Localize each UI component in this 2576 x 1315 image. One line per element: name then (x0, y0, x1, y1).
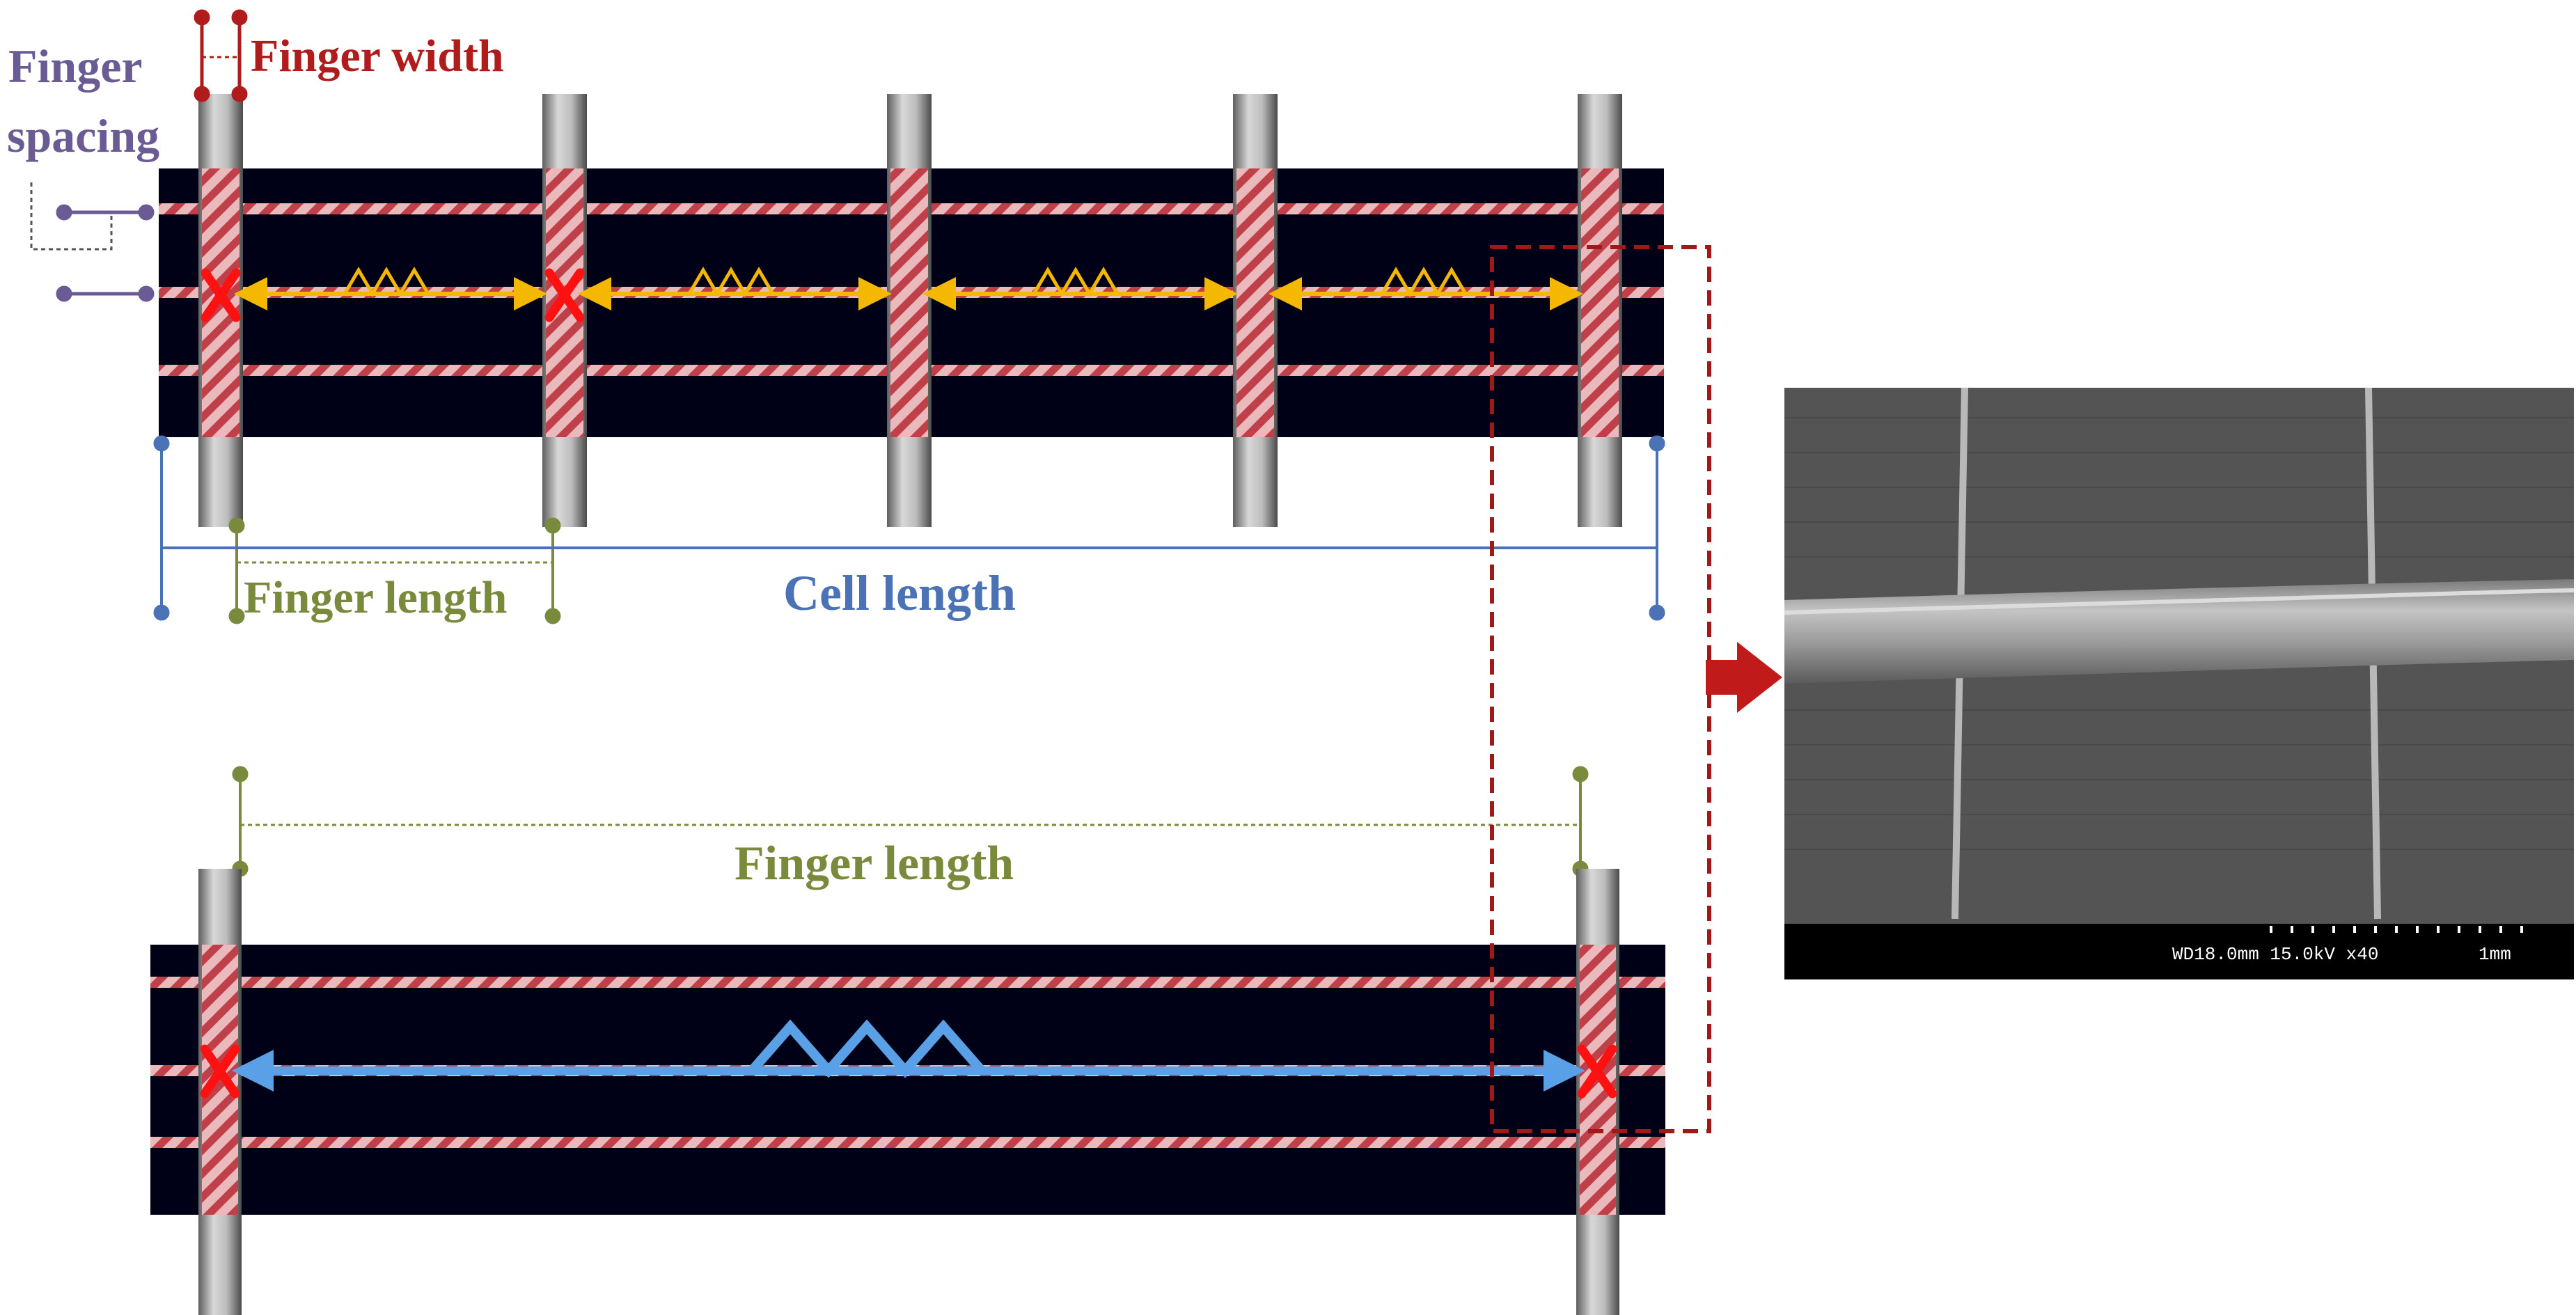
zoom-region-box (1490, 245, 1711, 1133)
finger-spacing-label-line1: Finger (8, 40, 141, 93)
finger-line (150, 977, 1665, 988)
finger-spacing-label-line2: spacing (7, 109, 159, 162)
top-current-paths (234, 267, 1583, 310)
resistance-zigzag (343, 267, 430, 297)
resistance-zigzag (687, 267, 775, 297)
resistance-zigzag (748, 1019, 986, 1078)
x-mark-icon (544, 268, 585, 322)
right-arrow-icon (1706, 642, 1782, 713)
bottom-break-marks (200, 1044, 1617, 1099)
bottom-current-path (232, 1019, 1585, 1092)
busbar-contact (1236, 168, 1274, 437)
sem-image: WD18.0mm 15.0kV x40 1mm (1784, 387, 2575, 979)
finger-spacing-label: Finger spacing (7, 40, 159, 162)
x-mark-icon (201, 268, 241, 322)
sem-texture (1784, 417, 2574, 850)
bottom-cell (150, 869, 1665, 1315)
cell-length-annotation (153, 435, 1665, 621)
top-break-marks (201, 268, 585, 322)
finger-length-label-top: Finger length (244, 572, 507, 623)
sem-scale-ticks (2270, 926, 2523, 933)
finger-length-annotation-top (228, 517, 561, 624)
busbar-contact (202, 945, 238, 1215)
finger-width-label: Finger width (251, 31, 504, 81)
x-mark-icon (200, 1044, 240, 1099)
sem-info-text: WD18.0mm 15.0kV x40 (2172, 944, 2378, 965)
busbar-contact (1581, 168, 1619, 437)
sem-busbar-highlight (1784, 588, 2575, 615)
cell-length-label: Cell length (783, 565, 1016, 621)
sem-info-bar (1784, 924, 2574, 979)
finger-line (150, 1137, 1665, 1148)
finger-length-label-bottom: Finger length (735, 837, 1014, 890)
sem-scale-text: 1mm (2479, 944, 2511, 965)
finger-length-annotation-bottom (232, 766, 1589, 877)
resistance-zigzag (1380, 267, 1468, 297)
resistance-zigzag (1032, 267, 1120, 297)
finger-spacing-annotation (30, 182, 155, 302)
finger-width-annotation (194, 9, 248, 102)
top-cell (159, 94, 1664, 527)
x-mark-icon (1577, 1044, 1617, 1099)
busbar-contact (890, 168, 928, 437)
